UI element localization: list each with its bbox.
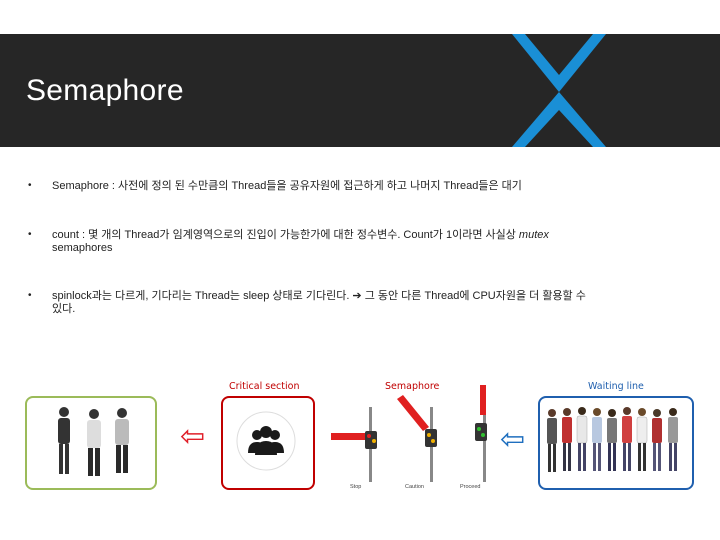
critical-section-box: [221, 396, 315, 490]
completed-threads-box: [25, 396, 157, 490]
bullet-text-main: spinlock과는 다르게, 기다리는 Thread는 sleep 상태로 기…: [52, 290, 586, 302]
caution-label: Caution: [405, 484, 424, 490]
waiting-line-box: [538, 396, 694, 490]
critical-section-label: Critical section: [229, 381, 300, 392]
bullet-text-main: count : 몇 개의 Thread가 임계영역으로의 진입이 가능한가에 대…: [52, 229, 519, 241]
bullet-dot: •: [28, 290, 32, 301]
bullet-text-line2: semaphores: [52, 242, 113, 254]
slide-title: Semaphore: [26, 74, 184, 107]
bullet-text: Semaphore : 사전에 정의 된 수만큼의 Thread들을 공유자원에…: [52, 180, 522, 192]
bullet-text-italic: mutex: [518, 229, 549, 241]
bullet-text: spinlock과는 다르게, 기다리는 Thread는 sleep 상태로 기…: [52, 290, 684, 316]
waiting-line-label: Waiting line: [588, 381, 644, 392]
users-circle-icon: [236, 411, 296, 471]
semaphore-label: Semaphore: [385, 381, 440, 392]
waiting-people-icon: [547, 407, 678, 472]
blue-left-arrow-icon: ⇦: [500, 423, 526, 456]
title-bar: [0, 34, 720, 147]
semaphore-signals-icon: [331, 385, 487, 482]
proceed-label: Proceed: [460, 484, 481, 490]
people-group-icon: [58, 407, 129, 476]
stop-label: Stop: [350, 484, 362, 490]
hourglass-logo-icon: [512, 34, 606, 147]
bullet-dot: •: [28, 229, 32, 240]
bullet-text-line2: 있다.: [52, 303, 76, 315]
bullet-dot: •: [28, 180, 32, 191]
bullet-text: count : 몇 개의 Thread가 임계영역으로의 진입이 가능한가에 대…: [52, 229, 684, 255]
red-left-arrow-icon: ⇦: [180, 420, 206, 453]
